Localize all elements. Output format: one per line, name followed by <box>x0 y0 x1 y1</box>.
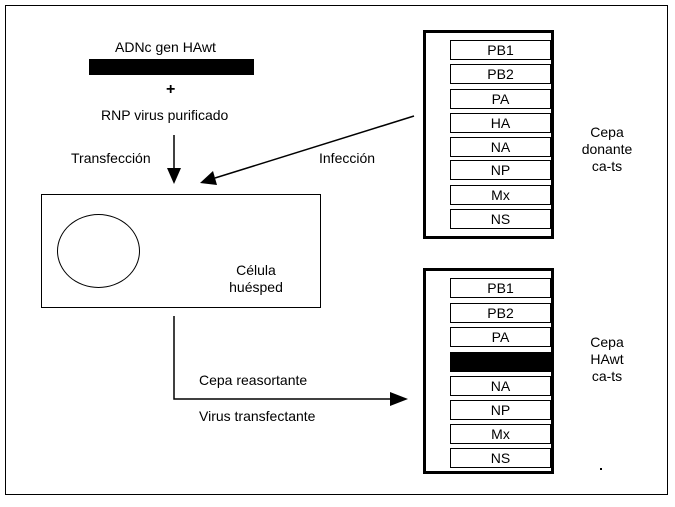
infection-arrow-shaft <box>214 115 415 179</box>
infection-arrow-head <box>200 171 217 185</box>
reassortant-segment-pb1: PB1 <box>450 278 551 298</box>
donor-caption-line1: Cepa <box>590 124 624 140</box>
donor-caption-line3: ca-ts <box>591 158 623 174</box>
transfection-label: Transfección <box>71 150 151 166</box>
infection-label: Infección <box>319 150 376 166</box>
reassortant-strain-box: PB1 PB2 PA NA NP Mx NS <box>423 268 554 474</box>
reassortant-segment-ha-wt <box>450 352 551 372</box>
transfectant-virus-label: Virus transfectante <box>199 408 316 424</box>
donor-segment-na: NA <box>450 137 551 157</box>
output-arrow-shaft <box>173 316 390 400</box>
donor-segment-pb1: PB1 <box>450 40 551 60</box>
transfection-arrow-head <box>167 168 181 184</box>
reassortant-strain-caption: Cepa HAwt ca-ts <box>567 334 647 385</box>
cdna-gene-label: ADNc gen HAwt <box>115 39 216 55</box>
stray-dot <box>600 468 602 470</box>
donor-segment-np: NP <box>450 160 551 180</box>
reassortant-caption-line2: HAwt <box>590 351 624 367</box>
host-cell-label: Célula huésped <box>206 262 306 296</box>
reassortant-segment-na: NA <box>450 376 551 396</box>
host-cell-label-line1: Célula <box>236 262 276 278</box>
rnp-label: RNP virus purificado <box>101 107 229 123</box>
donor-strain-caption: Cepa donante ca-ts <box>567 124 647 175</box>
reassortant-segment-np: NP <box>450 400 551 420</box>
reassortant-segment-mx: Mx <box>450 424 551 444</box>
reassortant-caption-line1: Cepa <box>590 334 624 350</box>
host-cell <box>41 194 321 308</box>
reassortant-segment-ns: NS <box>450 448 551 468</box>
diagram-frame <box>5 5 668 495</box>
host-cell-label-line2: huésped <box>229 279 283 295</box>
donor-caption-line2: donante <box>581 141 633 157</box>
plus-sign: + <box>166 81 176 98</box>
donor-strain-box: PB1 PB2 PA HA NA NP Mx NS <box>423 30 554 239</box>
donor-segment-ns: NS <box>450 209 551 229</box>
cell-nucleus <box>57 214 140 288</box>
donor-segment-pb2: PB2 <box>450 64 551 84</box>
donor-segment-mx: Mx <box>450 185 551 205</box>
reassortant-segment-pb2: PB2 <box>450 303 551 323</box>
donor-segment-pa: PA <box>450 89 551 109</box>
reassortant-strain-label: Cepa reasortante <box>199 372 308 388</box>
reassortant-segment-pa: PA <box>450 327 551 347</box>
reassortant-caption-line3: ca-ts <box>591 368 623 384</box>
donor-segment-ha: HA <box>450 113 551 133</box>
output-arrow-head <box>390 392 408 406</box>
cdna-gene-bar <box>89 59 254 75</box>
